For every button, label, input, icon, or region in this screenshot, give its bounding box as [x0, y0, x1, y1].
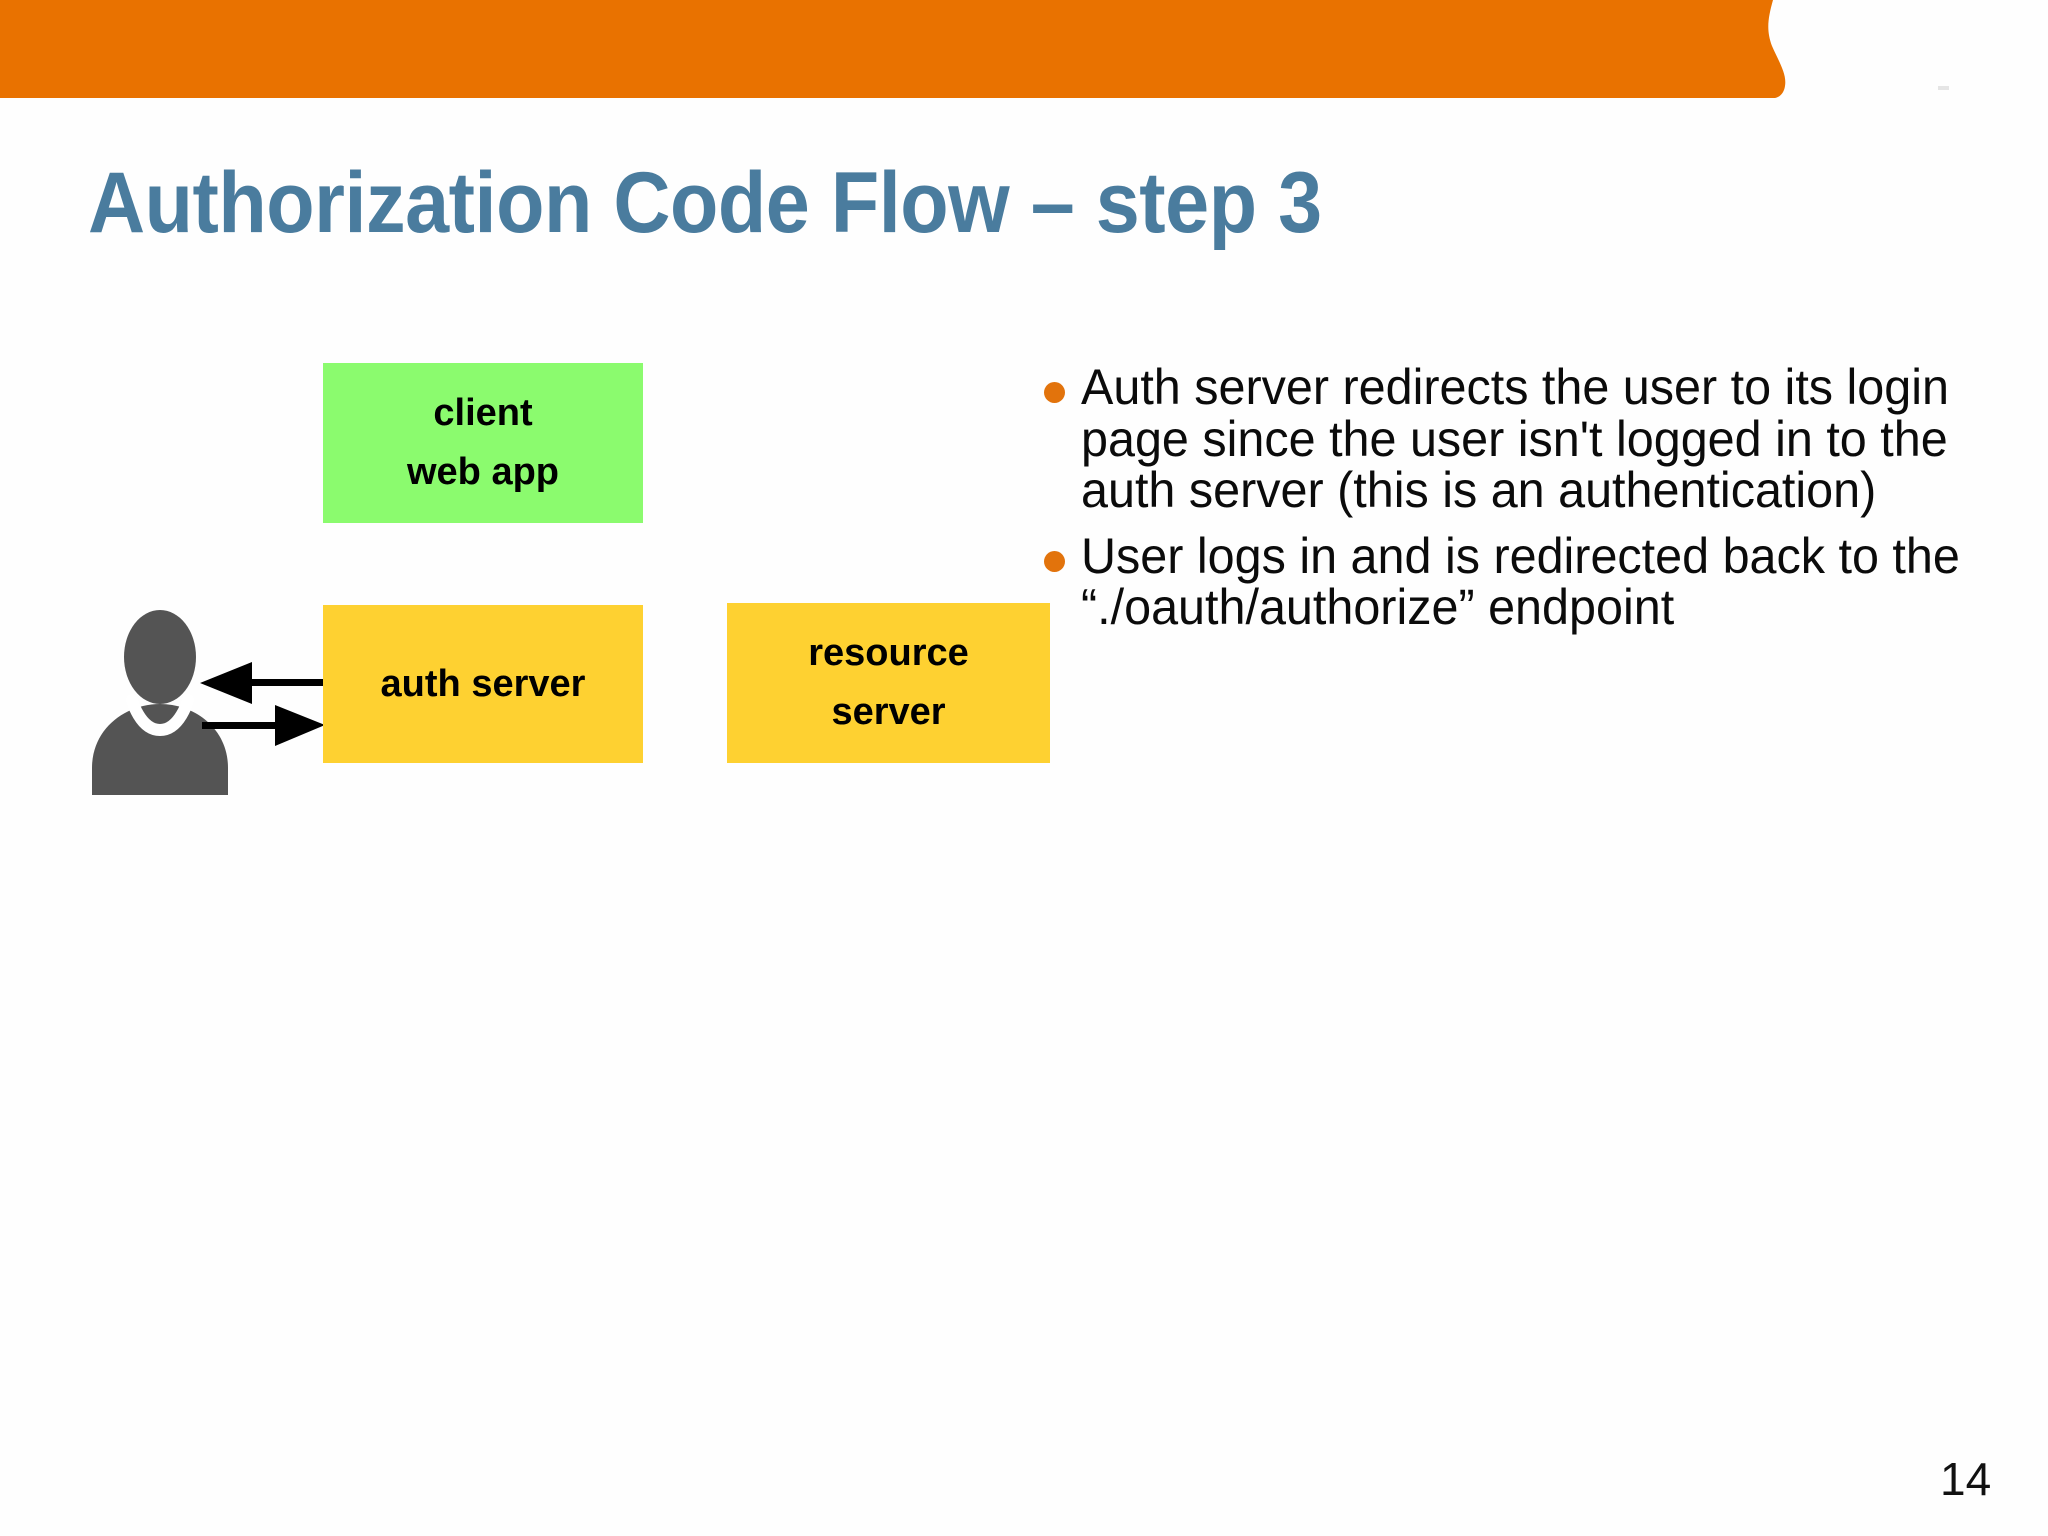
user-auth-arrows: [180, 650, 350, 760]
node-client-web-app[interactable]: client web app: [323, 363, 643, 523]
node-auth-server[interactable]: auth server: [323, 605, 643, 763]
arrow-right-icon: [202, 705, 325, 746]
header-orange-band: [0, 0, 1800, 99]
page-number: 14: [1940, 1453, 1992, 1505]
authorization-flow-diagram: client web app auth server resource serv…: [0, 0, 1100, 900]
node-client-line2: web app: [406, 451, 560, 493]
node-auth-line1: auth server: [380, 662, 586, 705]
bullet-dot-icon: [1044, 550, 1065, 572]
node-client-line1: client: [433, 392, 533, 435]
node-resource-line2: server: [831, 691, 946, 733]
bullet-text-1: Auth server redirects the user to its lo…: [1081, 359, 1950, 518]
bullet-text-2: User logs in and is redirected back to t…: [1081, 527, 1960, 635]
bullet-list: Auth server redirects the user to its lo…: [1040, 359, 2000, 648]
bullet-item-1: Auth server redirects the user to its lo…: [1040, 359, 2000, 518]
bullet-item-2: User logs in and is redirected back to t…: [1040, 527, 2000, 635]
user-person-icon: [90, 600, 240, 795]
node-resource-server[interactable]: resource server: [727, 603, 1050, 763]
page-title: Authorization Code Flow – step 3: [88, 155, 1322, 251]
header-smudge-artifact: [1938, 86, 1949, 90]
arrow-left-icon: [200, 662, 325, 704]
node-resource-line1: resource: [808, 632, 969, 675]
bullet-dot-icon: [1044, 382, 1065, 403]
